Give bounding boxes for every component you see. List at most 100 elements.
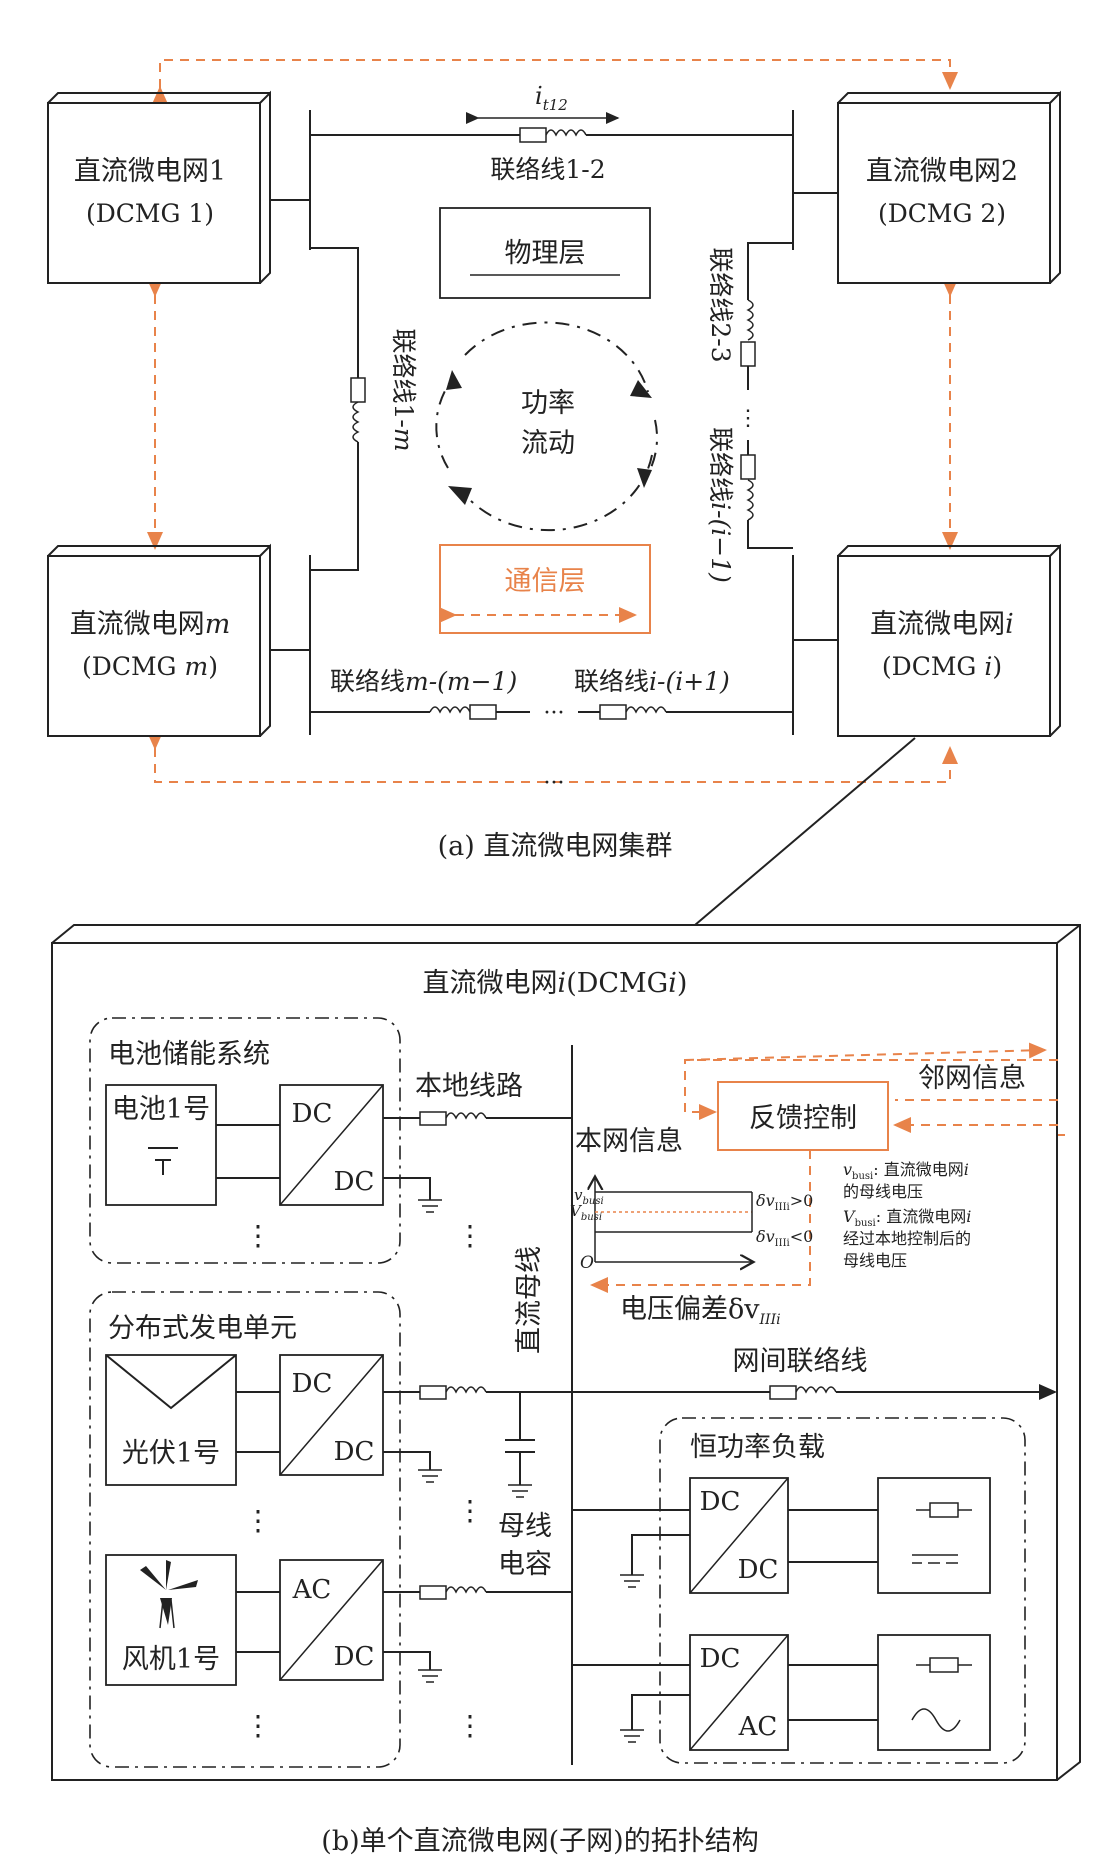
dg-group-box — [89, 1291, 401, 1768]
dg-vdots-2: ⋮ — [244, 1709, 272, 1742]
bus-cap-label-1: 母线 — [498, 1511, 552, 1542]
dcmgi-label-en: (DCMG i) — [882, 652, 1002, 681]
voltage-deviation-label: 电压偏差δvIIIi — [620, 1294, 781, 1328]
tie-line-i-label: 联络线i-(i−1) — [706, 427, 735, 583]
caption-b: (b)单个直流微电网(子网)的拓扑结构 — [321, 1826, 758, 1857]
conv2-dc-top: DC — [292, 1369, 333, 1399]
tie-line-23-label: 联络线2-3 — [706, 247, 735, 362]
dc-load-box — [877, 1477, 991, 1594]
feedback-control-label: 反馈控制 — [749, 1103, 857, 1134]
ground-1 — [383, 1177, 442, 1213]
note-Vbus-line3: 母线电压 — [843, 1251, 907, 1270]
power-flow-label-2: 流动 — [521, 428, 575, 459]
dcmgm-label-en: (DCMG m) — [82, 652, 218, 681]
conv1-dc-bottom: DC — [334, 1167, 375, 1197]
battery-vdots: ⋮ — [244, 1219, 272, 1252]
tie-line-bottom — [310, 704, 793, 720]
tie-line-1m-label: 联络线1-m — [389, 328, 418, 451]
bus-cap-label-2: 电容 — [498, 1549, 552, 1580]
conv1-dc-top: DC — [292, 1099, 333, 1129]
note-Vbus-line2: 经过本地控制后的 — [843, 1229, 971, 1248]
tie-line-m-label: 联络线m-(m−1) — [330, 667, 517, 696]
delta-neg-label: δvIIIi<0 — [756, 1227, 813, 1249]
tie-line-2-3: ⋮ — [737, 242, 793, 549]
dg-vdots-1: ⋮ — [244, 1504, 272, 1537]
physical-layer-box — [439, 207, 651, 299]
cp-load-group-box — [659, 1417, 1026, 1764]
origin-label: O — [580, 1253, 594, 1273]
tie-bottom-dots: ··· — [544, 701, 565, 726]
battery1-box — [105, 1084, 217, 1206]
voltage-mini-chart — [595, 1178, 752, 1262]
dcmg2-box — [837, 90, 1061, 284]
bus-i — [792, 555, 838, 735]
neighbor-info-arrows — [684, 1042, 1065, 1135]
dcmgi-label-cn: 直流微电网i — [870, 609, 1014, 640]
inter-line-label: 网间联络线 — [733, 1346, 868, 1377]
comm-layer-label: 通信层 — [505, 566, 586, 597]
battery-group-label: 电池储能系统 — [108, 1039, 270, 1070]
conv3-dc-bottom: DC — [334, 1642, 375, 1672]
dcmg1-box — [47, 90, 271, 284]
conv2-dc-bottom: DC — [334, 1437, 375, 1467]
note-vbus-line2: 的母线电压 — [843, 1182, 923, 1201]
inter-grid-tie-line — [572, 1384, 1057, 1400]
comm-link-bottom — [147, 732, 958, 783]
ground-3 — [383, 1651, 442, 1683]
dg-group-label: 分布式发电单元 — [108, 1313, 297, 1344]
neighbor-info-label: 邻网信息 — [918, 1063, 1026, 1094]
dcmg2-label-cn: 直流微电网2 — [866, 156, 1018, 187]
local-info-label: 本网信息 — [575, 1126, 683, 1157]
bus-1 — [270, 110, 311, 250]
dcmg2-label-en: (DCMG 2) — [878, 199, 1006, 228]
bus-cap-vdots: ⋮ — [456, 1494, 484, 1527]
note-vbus-line1: vbusi: 直流微电网i — [843, 1160, 969, 1182]
dcmgi-box — [837, 543, 1061, 737]
cp-load-label: 恒功率负载 — [690, 1432, 825, 1463]
dcmg1-label-cn: 直流微电网1 — [74, 156, 226, 187]
load-conv2-ac-bottom: AC — [738, 1712, 778, 1742]
dcmgm-box — [47, 543, 271, 737]
tie-line-1-m — [310, 247, 366, 571]
vbus-lower-label: vbusi — [574, 1186, 604, 1207]
dcmg1-label-en: (DCMG 1) — [86, 199, 214, 228]
pv1-box — [105, 1354, 237, 1486]
pv-icon — [105, 1354, 237, 1410]
vbus-upper-label: Vbusi — [570, 1202, 602, 1223]
current-label: it12 — [535, 82, 568, 114]
load-conv2-dc-top: DC — [700, 1644, 741, 1674]
battery-icon — [148, 1147, 178, 1175]
pv1-label: 光伏1号 — [122, 1438, 220, 1469]
ac-load-box — [877, 1634, 991, 1751]
bus-2 — [792, 110, 838, 250]
dc-bus-label: 直流母线 — [514, 1246, 545, 1354]
zoom-connector — [694, 737, 916, 926]
voltage-feedback-arrow — [590, 1150, 811, 1293]
ground-5 — [620, 1694, 690, 1743]
ground-2 — [383, 1451, 442, 1483]
load-conv1-dc-top: DC — [700, 1487, 741, 1517]
comm-link-top — [152, 59, 958, 104]
bus-capacitor — [505, 1392, 535, 1498]
battery-group-box — [89, 1017, 401, 1264]
dcmgi-detail-title: 直流微电网i(DCMGi) — [423, 968, 688, 999]
note-Vbus-line1: Vbusi: 直流微电网i — [843, 1207, 971, 1229]
conv3-ac-top: AC — [292, 1575, 332, 1605]
dcmgm-label-cn: 直流微电网m — [70, 609, 231, 640]
tie-line-1-2 — [310, 112, 793, 143]
wind-turbine-icon — [140, 1560, 198, 1629]
power-flow-label-1: 功率 — [521, 388, 575, 419]
tie-23-dots: ⋮ — [737, 406, 759, 431]
ground3-vdots: ⋮ — [456, 1709, 484, 1742]
delta-pos-label: δvIIIi>0 — [756, 1191, 813, 1213]
bus-m — [270, 555, 311, 735]
comm-bottom-dots: ··· — [544, 771, 565, 796]
tie-line-i1-label: 联络线i-(i+1) — [574, 667, 730, 696]
battery1-label: 电池1号 — [112, 1094, 210, 1125]
wind1-label: 风机1号 — [122, 1644, 220, 1675]
ground-4 — [620, 1534, 690, 1588]
tie-line-12-label: 联络线1-2 — [490, 155, 605, 184]
caption-a: (a) 直流微电网集群 — [438, 831, 673, 862]
power-flow-circle — [435, 321, 658, 532]
